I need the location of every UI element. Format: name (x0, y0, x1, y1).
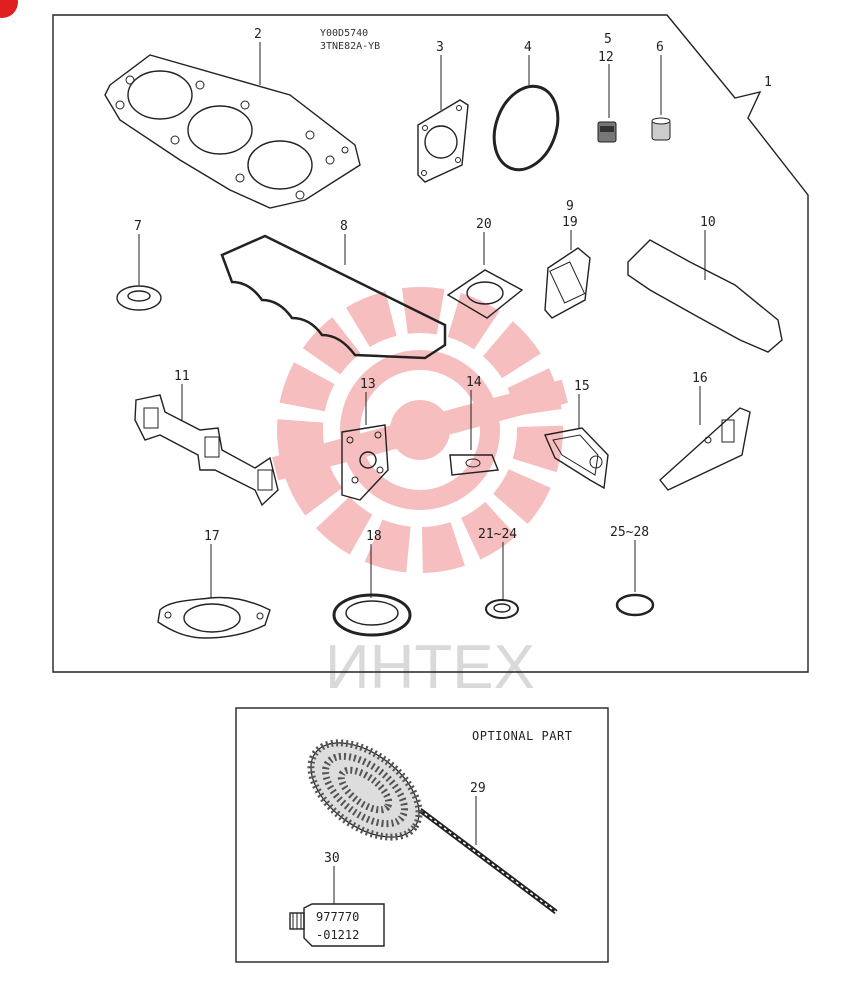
label-3: 3 (436, 40, 444, 55)
label-19: 19 (562, 215, 578, 230)
label-8: 8 (340, 219, 348, 234)
label-9: 9 (566, 199, 574, 214)
header-model: 3TNE82A-YB (320, 41, 380, 52)
label-10: 10 (700, 215, 716, 230)
gasket-3 (417, 99, 469, 183)
label-5: 5 (604, 32, 612, 47)
main-frame (52, 14, 809, 673)
label-1: 1 (764, 75, 772, 90)
gasket-13 (341, 424, 389, 501)
gasket-15 (544, 427, 609, 490)
label-13: 13 (360, 377, 376, 392)
watermark-logo (272, 287, 568, 573)
label-6: 6 (656, 40, 664, 55)
cylinder-head-gasket (104, 54, 361, 209)
tube-part-number-1: 977770 (316, 910, 359, 924)
header-code: Y00D5740 (320, 28, 368, 39)
optional-part-box (235, 707, 609, 963)
seal-6 (651, 117, 671, 141)
gasket-20 (446, 269, 524, 319)
label-18: 18 (366, 529, 382, 544)
label-2: 2 (254, 27, 262, 42)
o-ring-4 (492, 84, 560, 172)
label-25-28: 25~28 (610, 525, 649, 540)
cylinder-hone-brush (307, 739, 558, 914)
sealant-tube (289, 903, 385, 947)
rocker-cover-gasket (220, 234, 447, 360)
gasket-14 (449, 454, 499, 476)
gasket-16 (659, 407, 751, 491)
tube-part-number-2: -01212 (316, 928, 359, 942)
label-29: 29 (470, 781, 486, 796)
optional-title: OPTIONAL PART (472, 729, 572, 743)
label-14: 14 (466, 375, 482, 390)
manifold-gasket-11 (134, 394, 279, 507)
valve-stem-seal (597, 121, 617, 143)
label-30: 30 (324, 851, 340, 866)
seal-21-24 (485, 599, 519, 619)
label-7: 7 (134, 219, 142, 234)
o-ring-25-28 (615, 593, 655, 617)
label-20: 20 (476, 217, 492, 232)
oil-seal-18 (332, 593, 412, 637)
label-17: 17 (204, 529, 220, 544)
gasket-17 (157, 596, 271, 639)
label-15: 15 (574, 379, 590, 394)
label-11: 11 (174, 369, 190, 384)
label-12: 12 (598, 50, 614, 65)
label-4: 4 (524, 40, 532, 55)
watermark-text: ИНТЕХ (325, 633, 535, 702)
gasket-19 (544, 247, 591, 319)
label-21-24: 21~24 (478, 527, 517, 542)
gasket-10 (627, 239, 783, 353)
label-16: 16 (692, 371, 708, 386)
oil-seal-7 (116, 285, 162, 311)
corner-mark (0, 0, 18, 18)
